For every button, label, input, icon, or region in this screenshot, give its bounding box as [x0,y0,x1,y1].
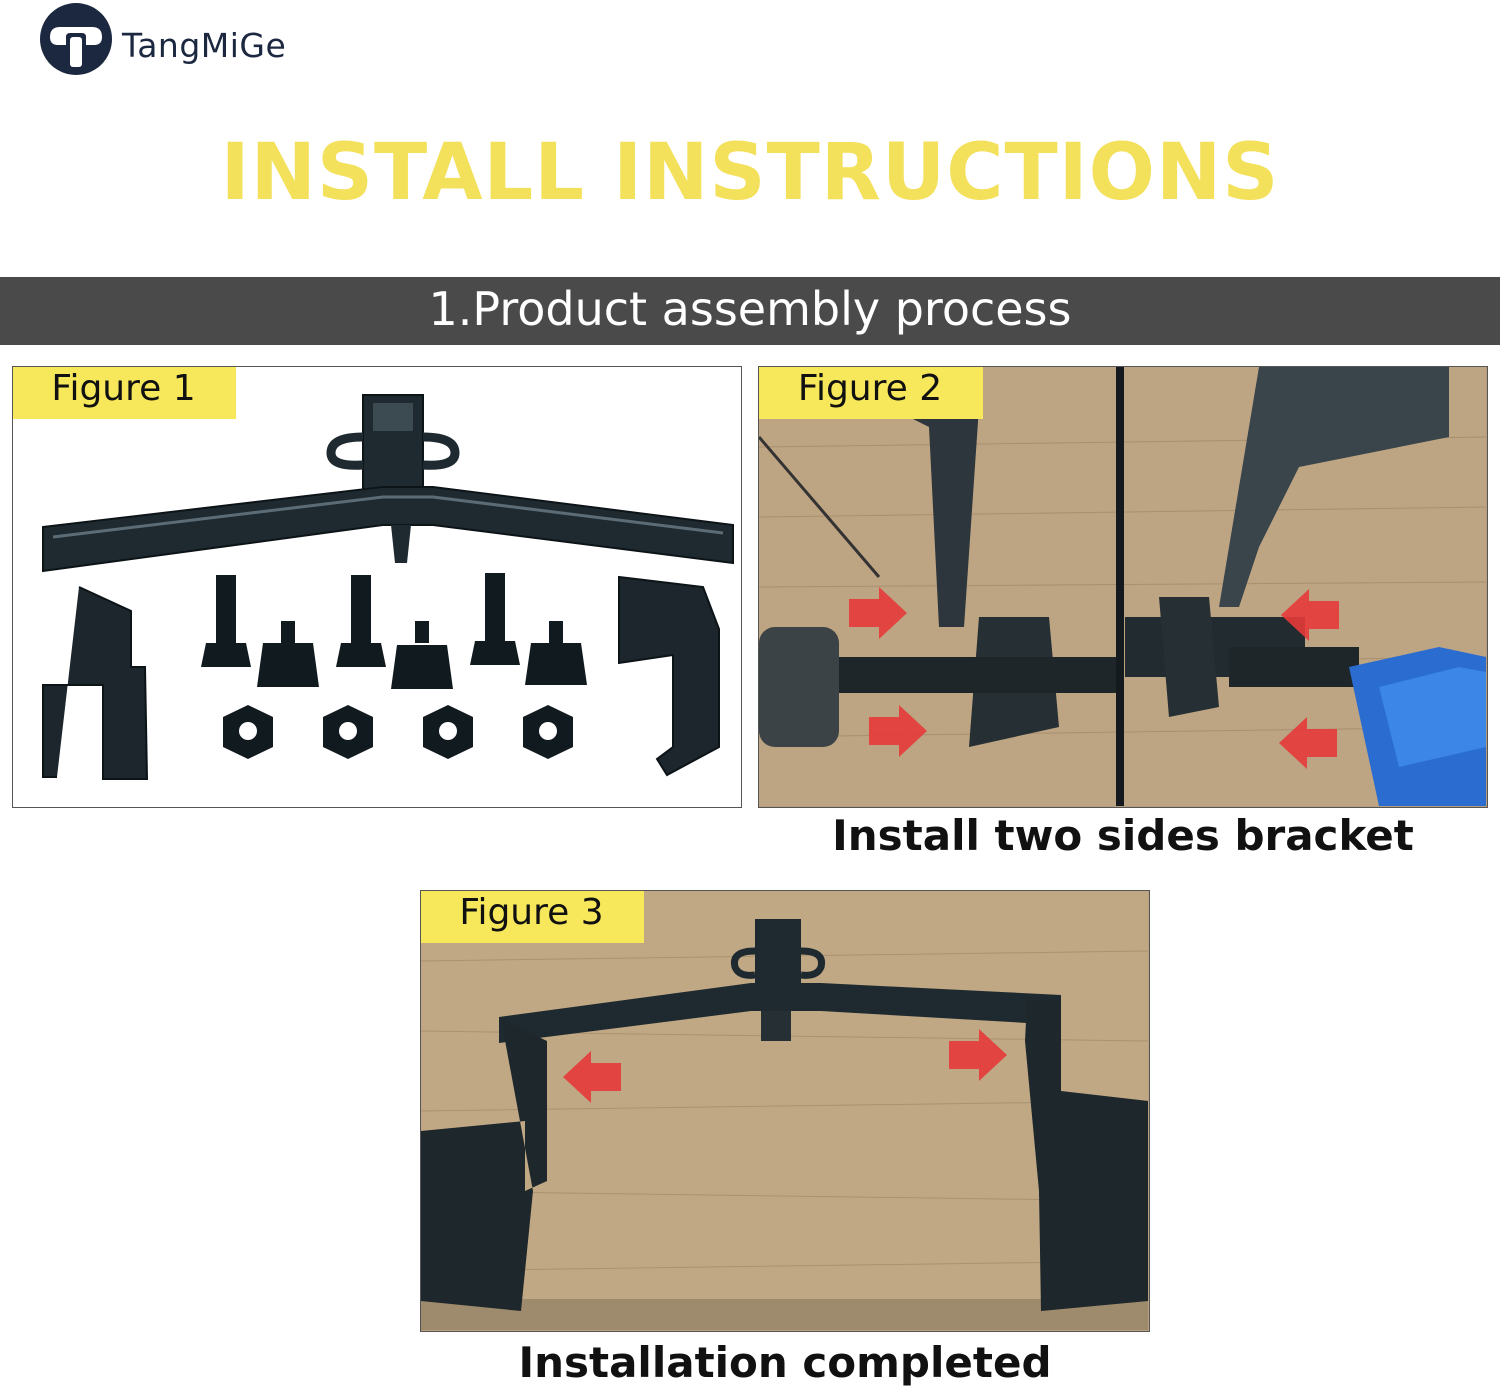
figure-1-frame: Figure 1 [12,366,742,808]
section-header-bar [0,277,1500,345]
completed-hitch-photo [421,891,1148,1330]
bracket-install-photo [759,367,1486,806]
hitch-parts-illustration [42,394,734,780]
brand-name: TangMiGe [122,26,287,65]
figure-2-frame: Figure 2 [758,366,1488,808]
figure-3-frame: Figure 3 [420,890,1150,1332]
figure-1-label: Figure 1 [13,367,236,419]
figure-3-caption: Installation completed [518,1338,1052,1387]
section-title: 1.Product assembly process [428,282,1072,336]
page-title: INSTALL INSTRUCTIONS [220,128,1280,218]
figure-2-caption: Install two sides bracket [832,811,1414,860]
tangmige-logo-icon [40,3,112,75]
figure-3-label: Figure 3 [421,891,644,943]
figure-2-label: Figure 2 [759,367,983,419]
